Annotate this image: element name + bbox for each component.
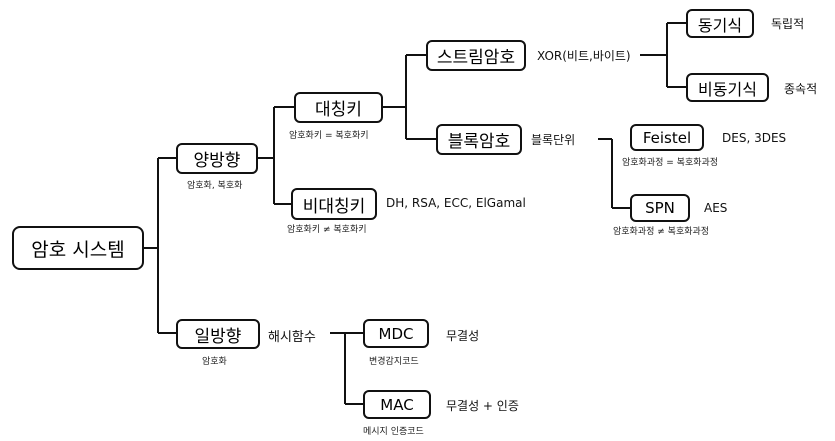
label-independent: 독립적 bbox=[771, 17, 805, 31]
sublabel-asymmetric: 암호화키 ≠ 복호화키 bbox=[287, 225, 367, 235]
sublabel-one-way: 암호화 bbox=[202, 357, 227, 367]
sublabel-two-way: 암호화, 복호화 bbox=[187, 181, 243, 191]
connector-two-way-branches bbox=[258, 106, 294, 205]
node-mdc: MDC bbox=[363, 319, 429, 348]
connector-symmetric-branches bbox=[383, 54, 436, 140]
node-asymmetric: 비대칭키 bbox=[291, 188, 377, 220]
node-stream-cipher: 스트림암호 bbox=[426, 40, 526, 71]
label-block-unit: 블록단위 bbox=[531, 133, 576, 147]
sublabel-mdc: 변경감지코드 bbox=[369, 357, 419, 367]
label-xor: XOR(비트,바이트) bbox=[537, 49, 631, 63]
node-asynchronous: 비동기식 bbox=[686, 73, 769, 102]
node-block-cipher: 블록암호 bbox=[436, 124, 522, 155]
connector-block-branches bbox=[598, 138, 630, 209]
connector-root-branches bbox=[144, 157, 176, 334]
node-symmetric: 대칭키 bbox=[294, 92, 383, 123]
node-two-way: 양방향 bbox=[176, 143, 258, 174]
node-spn: SPN bbox=[630, 194, 690, 222]
sublabel-feistel: 암호화과정 = 복호화과정 bbox=[622, 158, 719, 168]
node-feistel: Feistel bbox=[630, 124, 704, 151]
sublabel-spn: 암호화과정 ≠ 복호화과정 bbox=[613, 227, 710, 237]
node-synchronous: 동기식 bbox=[686, 9, 754, 38]
label-spn-examples: AES bbox=[704, 201, 728, 215]
sublabel-symmetric: 암호화키 = 복호화키 bbox=[289, 131, 369, 141]
sublabel-mac: 메시지 인증코드 bbox=[363, 427, 424, 437]
label-dependent: 종속적 bbox=[784, 82, 818, 96]
node-mac: MAC bbox=[363, 390, 431, 419]
label-integrity-auth: 무결성 + 인증 bbox=[446, 399, 519, 413]
label-integrity: 무결성 bbox=[446, 329, 480, 343]
label-feistel-examples: DES, 3DES bbox=[722, 131, 787, 145]
node-crypto-system: 암호 시스템 bbox=[12, 226, 144, 270]
connector-stream-branches bbox=[640, 22, 686, 88]
connector-hash-branches bbox=[330, 332, 363, 405]
node-one-way: 일방향 bbox=[176, 319, 260, 349]
label-hash-function: 해시함수 bbox=[268, 330, 316, 345]
label-asym-examples: DH, RSA, ECC, ElGamal bbox=[386, 196, 526, 210]
